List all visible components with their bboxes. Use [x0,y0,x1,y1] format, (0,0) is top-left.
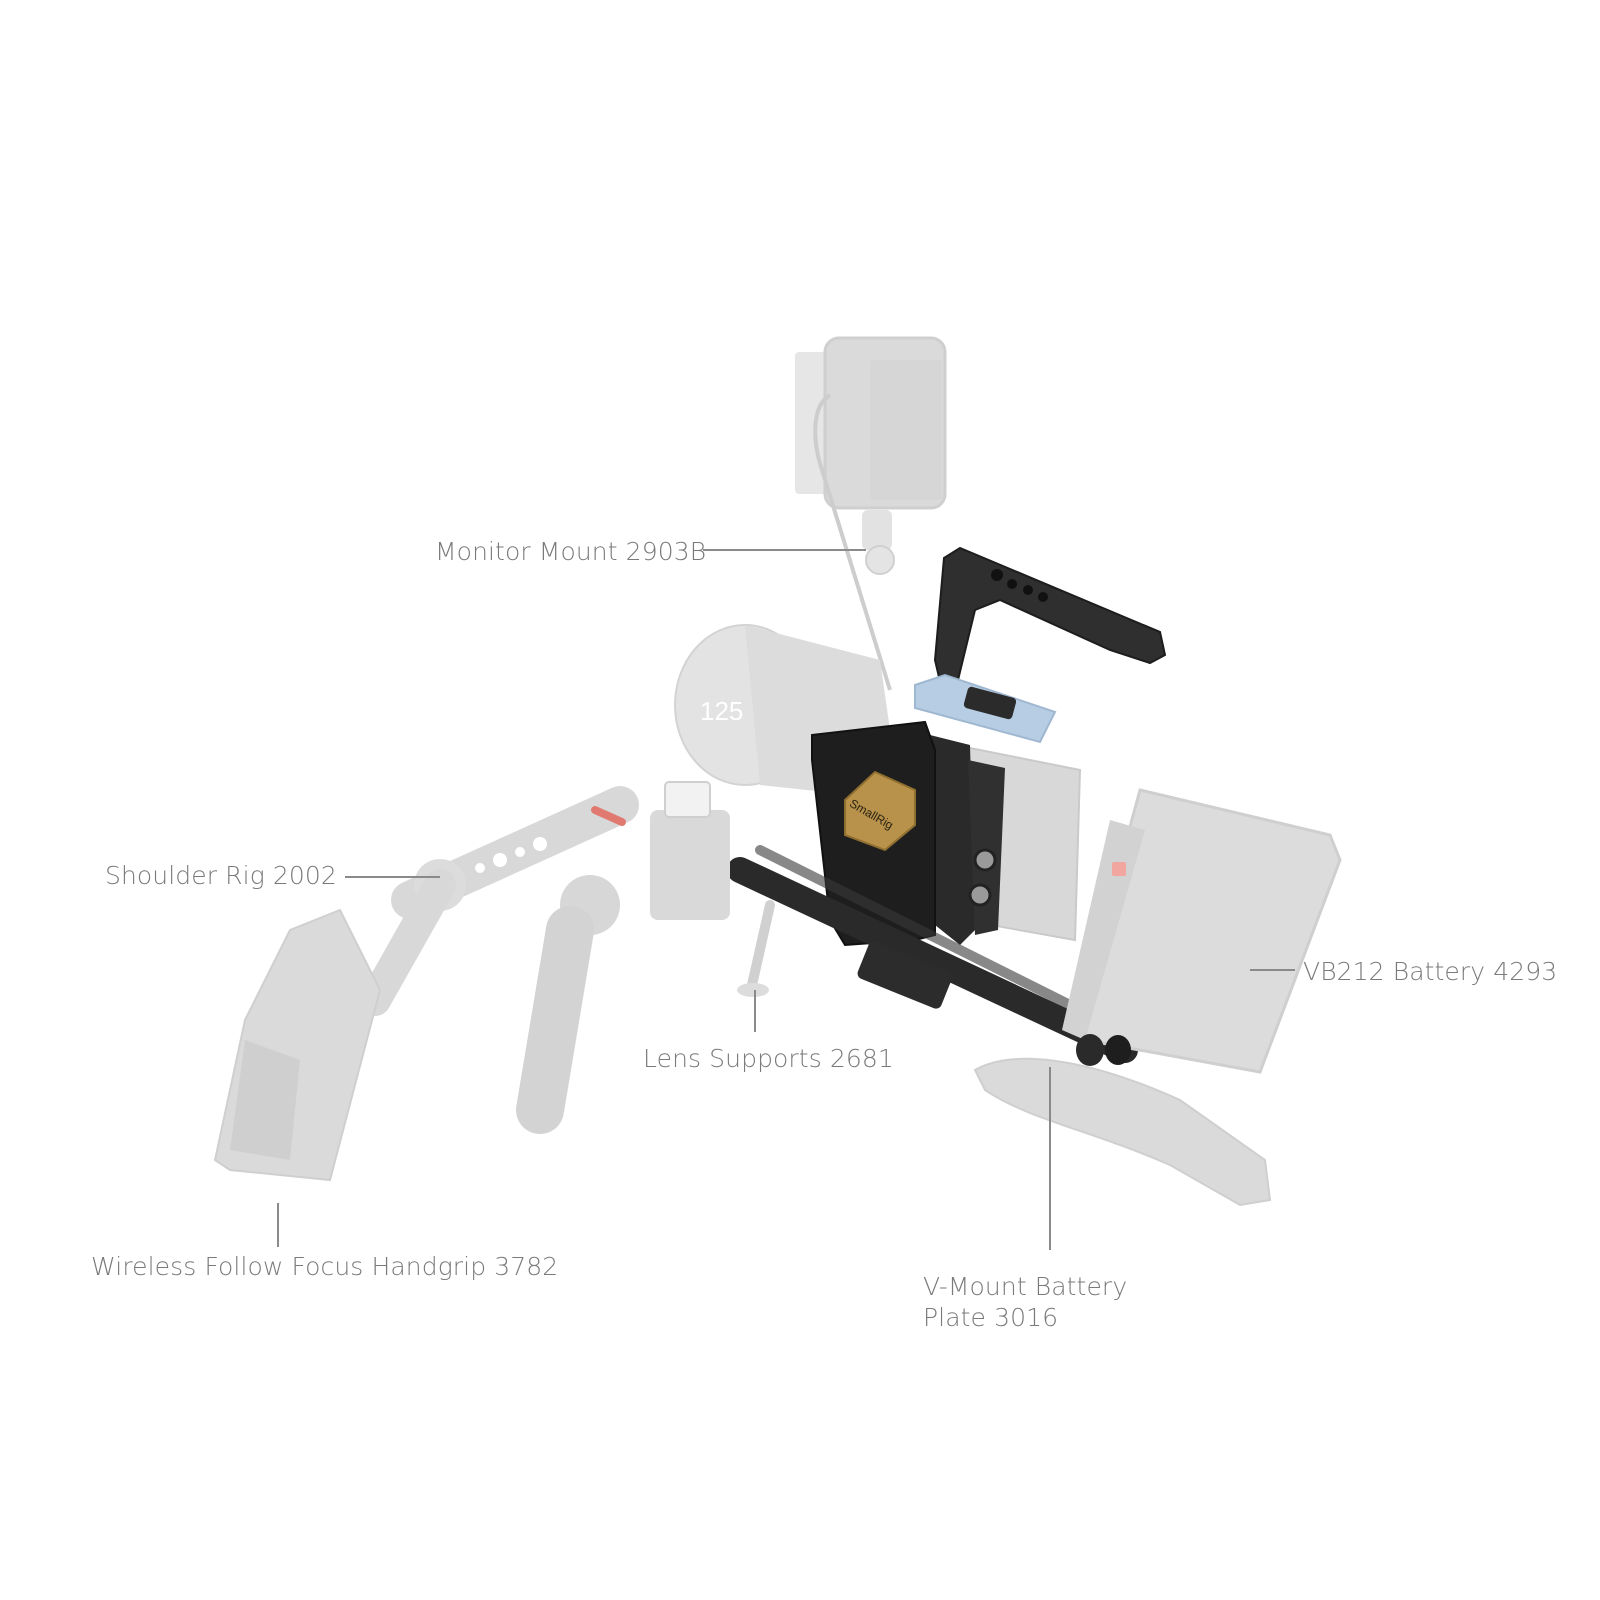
leader-line-vb212-battery [1250,969,1295,971]
ssd-icon [914,673,1057,744]
shoulder-rig-arm-icon [359,786,639,1016]
left-handgrip-icon [213,908,382,1182]
rods-icon [727,845,1138,1063]
callout-vb212-battery: VB212 Battery 4293 [1303,957,1558,986]
camera-cage-icon [930,735,1005,945]
callout-follow-focus-handgrip: Wireless Follow Focus Handgrip 3782 [91,1252,559,1281]
right-handgrip-icon [516,875,620,1134]
top-handle-icon [933,546,1167,692]
callout-vmount-plate-line2: Plate 3016 [923,1303,1059,1332]
lens-focal-text: 125 [700,696,743,726]
leader-line-follow-focus-handgrip [277,1203,279,1247]
monitor-icon [795,336,947,691]
callout-monitor-mount: Monitor Mount 2903B [435,537,707,566]
leader-line-monitor-mount [703,549,866,551]
vmount-battery-icon [1062,788,1342,1074]
callout-lens-supports: Lens Supports 2681 [643,1044,894,1073]
callout-vmount-plate-line1: V-Mount Battery [923,1272,1128,1301]
lens-support-icon [650,781,775,997]
leader-line-vmount-plate [1049,1067,1051,1250]
leader-line-shoulder-rig [345,876,440,878]
shoulder-pad-icon [973,1034,1272,1207]
leader-line-lens-supports [754,990,756,1032]
callout-shoulder-rig: Shoulder Rig 2002 [105,861,337,890]
